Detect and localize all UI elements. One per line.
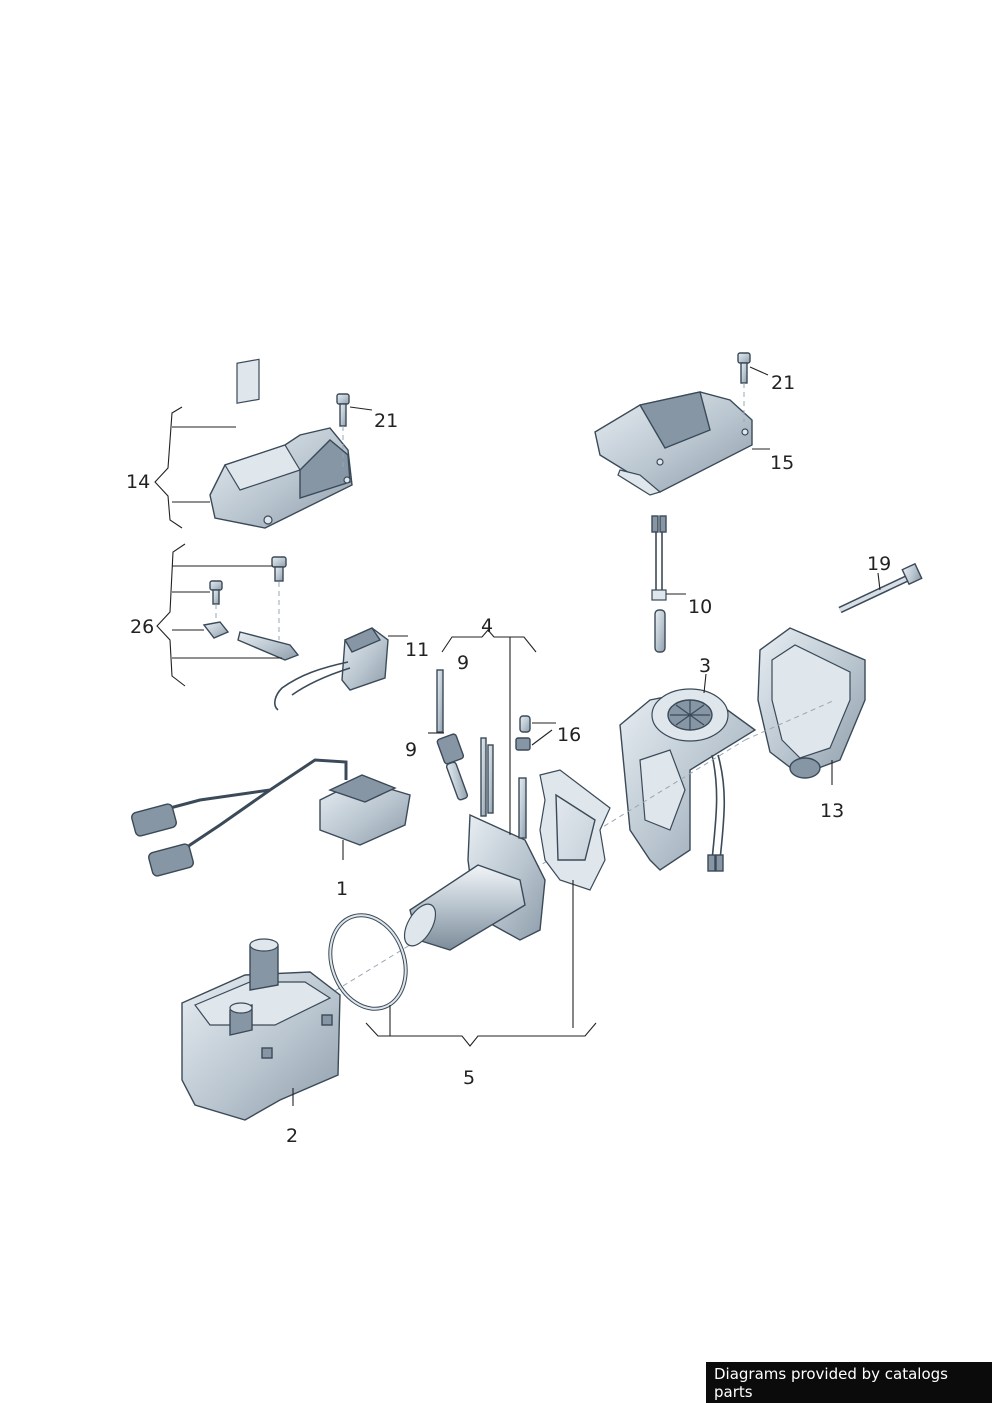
- callout-9-lower: 9: [405, 739, 417, 761]
- part-1-wiring-harness: [131, 758, 411, 877]
- part-16-nipple: [515, 715, 531, 751]
- callout-19: 19: [867, 553, 891, 575]
- part-5-flange-gasket: [539, 769, 611, 891]
- callout-15: 15: [770, 452, 794, 474]
- part-19-bolt: [838, 562, 923, 614]
- o-ring-seal: [328, 913, 408, 1011]
- part-9-glow-plug: [436, 669, 469, 801]
- part-2-heat-exchanger: [181, 938, 341, 1121]
- part-3-blower: [619, 688, 757, 872]
- credit-banner: Diagrams provided by catalogs parts: [706, 1362, 992, 1403]
- callout-labels: 14 21 26 11 21 15 10 19 4 9 3 16 9 13 1 …: [126, 372, 891, 1147]
- callout-10: 10: [688, 596, 712, 618]
- callout-21-right: 21: [771, 372, 795, 394]
- part-15-control-cover: [594, 391, 753, 496]
- part-14-control-cover: [209, 358, 353, 529]
- part-10-temperature-sensor: [651, 515, 667, 653]
- callout-21-left: 21: [374, 410, 398, 432]
- callout-5: 5: [463, 1067, 475, 1089]
- callout-26: 26: [130, 616, 154, 638]
- callout-11: 11: [405, 639, 429, 661]
- callout-2: 2: [286, 1125, 298, 1147]
- callout-14: 14: [126, 471, 150, 493]
- assembly-axis: [319, 739, 746, 1001]
- callout-1: 1: [336, 878, 348, 900]
- part-4-burner: [403, 737, 546, 951]
- part-26-bracket-set: [202, 556, 300, 661]
- callout-3: 3: [699, 655, 711, 677]
- callout-9-upper: 9: [457, 652, 469, 674]
- callout-4: 4: [481, 615, 493, 637]
- part-11-sensor: [273, 627, 389, 711]
- part-13-housing: [744, 627, 866, 779]
- callout-13: 13: [820, 800, 844, 822]
- leader-lines: [154, 366, 881, 1106]
- callout-16: 16: [557, 724, 581, 746]
- credit-text: Diagrams provided by catalogs parts: [714, 1364, 948, 1401]
- screw-21-right: [737, 352, 751, 422]
- screw-21-left: [336, 393, 350, 470]
